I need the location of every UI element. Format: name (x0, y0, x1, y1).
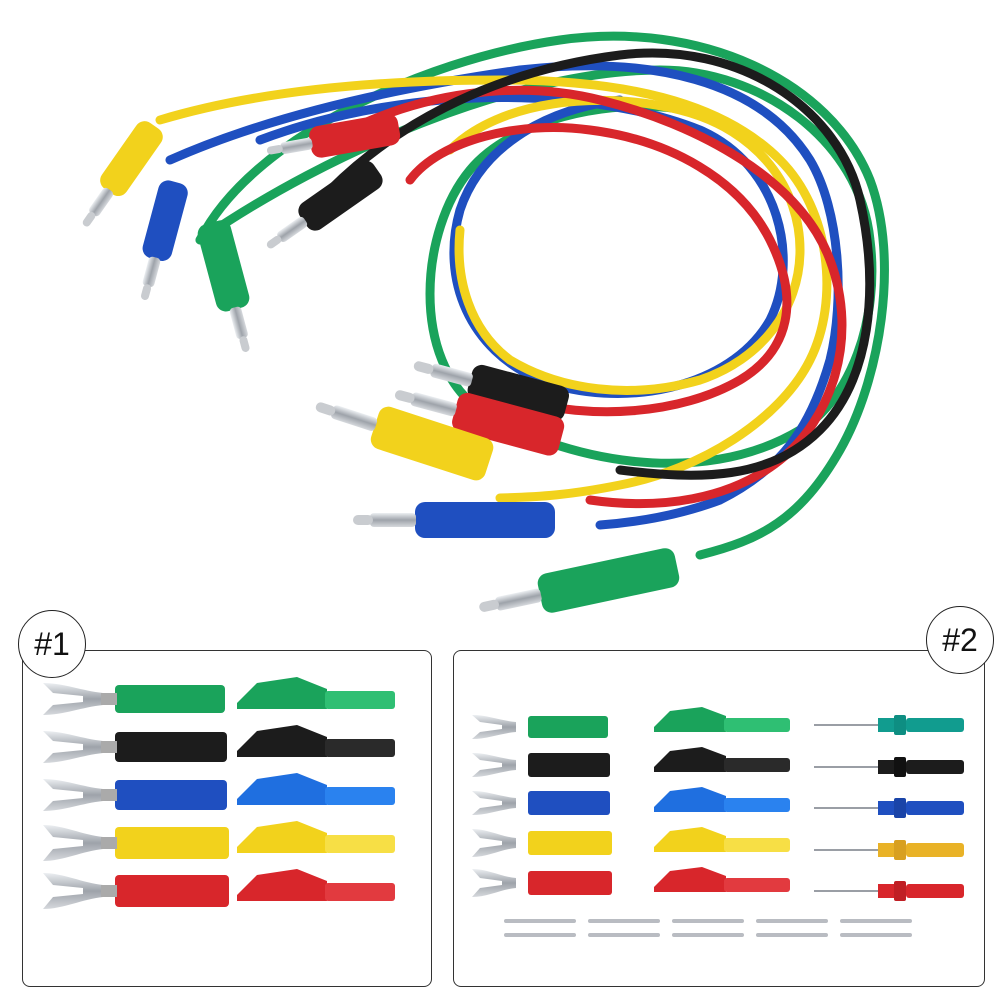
probe-pin-red (814, 881, 964, 901)
spade-plug-red (472, 869, 612, 897)
spade-plug-yellow (472, 829, 612, 857)
kit-1-badge: #1 (18, 610, 86, 678)
spade-plug-red (43, 873, 229, 909)
alligator-clip-black (237, 725, 395, 757)
cable-blue (165, 61, 843, 530)
alligator-clip-green (237, 677, 395, 709)
probe-pin-black (814, 757, 964, 777)
alligator-clip-black (654, 747, 790, 772)
spade-plug-yellow (43, 825, 229, 861)
spade-plug-black (472, 753, 610, 777)
cable-red (325, 85, 847, 509)
kit-2-panel (453, 650, 985, 987)
probe-pin-blue (814, 798, 964, 818)
kit-1-items (43, 677, 395, 909)
kit-1-label: #1 (34, 625, 70, 662)
cable-yellow (155, 75, 832, 503)
alligator-clip-blue (654, 787, 790, 812)
probe-pin-teal (814, 715, 964, 735)
connector-pins (504, 919, 912, 937)
kit-2-badge: #2 (926, 606, 994, 674)
cable-red-loop (405, 123, 792, 417)
spade-plug-blue (43, 779, 227, 811)
alligator-clip-green (654, 707, 790, 732)
banana-plugs-top (82, 113, 401, 352)
test-lead-cables (155, 31, 889, 560)
spade-plug-green (43, 683, 225, 715)
alligator-clip-red (654, 867, 790, 892)
banana-plugs-bottom (315, 361, 680, 613)
alligator-clip-blue (237, 773, 395, 805)
cable-black (325, 48, 875, 480)
alligator-clip-red (237, 869, 395, 901)
kit-2-label: #2 (942, 621, 978, 658)
alligator-clip-yellow (237, 821, 395, 853)
alligator-clip-yellow (654, 827, 790, 852)
kit-1-panel (22, 650, 432, 987)
spade-plug-green (472, 715, 608, 739)
spade-plug-blue (472, 791, 610, 815)
spade-plug-black (43, 731, 227, 763)
kit-2-items (472, 707, 964, 937)
probe-pin-yellow (814, 840, 964, 860)
